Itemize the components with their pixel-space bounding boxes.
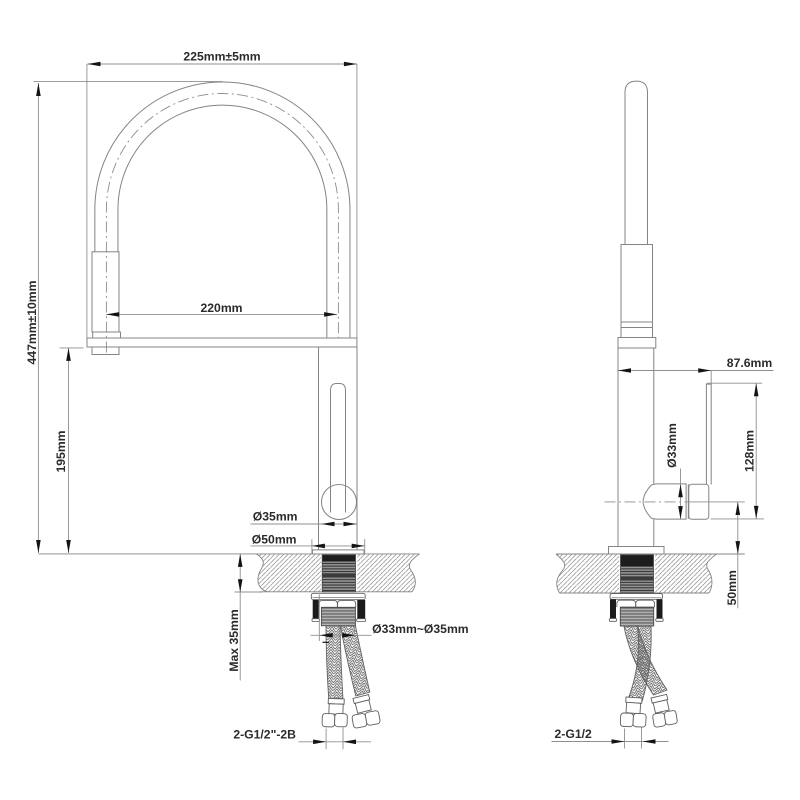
svg-text:220mm: 220mm [200,301,242,315]
svg-text:447mm±10mm: 447mm±10mm [25,280,39,364]
svg-text:195mm: 195mm [54,430,68,472]
svg-text:2-G1/2: 2-G1/2 [555,727,592,741]
svg-text:Max 35mm: Max 35mm [227,609,241,671]
svg-text:Ø33mm: Ø33mm [665,423,679,468]
svg-text:50mm: 50mm [725,570,739,605]
svg-text:87.6mm: 87.6mm [727,356,773,370]
svg-text:Ø33mm~Ø35mm: Ø33mm~Ø35mm [372,622,469,636]
svg-text:225mm±5mm: 225mm±5mm [183,50,260,64]
svg-text:128mm: 128mm [743,430,757,472]
svg-text:Ø35mm: Ø35mm [253,509,298,523]
svg-text:Ø50mm: Ø50mm [252,533,297,547]
svg-text:2-G1/2"-2B: 2-G1/2"-2B [233,728,296,742]
